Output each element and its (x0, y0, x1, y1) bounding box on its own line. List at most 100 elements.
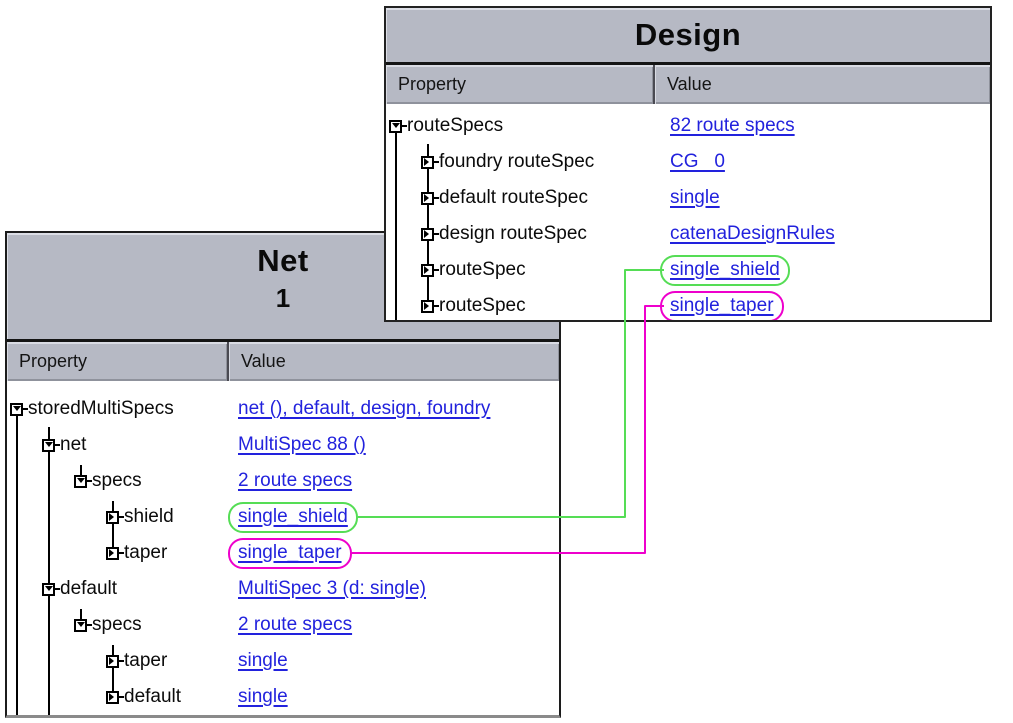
value-link[interactable]: MultiSpec 3 (d: single) (238, 578, 426, 599)
value-cell: single (227, 643, 559, 679)
highlight-oval: single_taper (660, 290, 784, 320)
property-cell: design routeSpec (386, 216, 653, 252)
tree-row: default single (7, 679, 559, 715)
branch-dash (402, 125, 407, 127)
expander-icon[interactable] (106, 690, 119, 704)
value-link[interactable]: 2 route specs (238, 614, 353, 635)
tree-row: routeSpecs 82 route specs (386, 108, 990, 144)
value-column-header: Value (229, 342, 559, 381)
property-cell: routeSpec (386, 288, 653, 320)
value-cell: single_shield (653, 252, 990, 288)
design-tree-content: routeSpecs 82 route specs foundry routeS… (386, 104, 990, 320)
branch-dash (119, 552, 124, 554)
tree-row: default routeSpec single (386, 180, 990, 216)
tree-label: shield (124, 506, 174, 527)
property-cell: foundry routeSpec (386, 144, 653, 180)
tree-connector-line (427, 144, 429, 306)
value-link[interactable]: single_taper (670, 294, 774, 316)
value-link[interactable]: catenaDesignRules (670, 223, 835, 244)
title-separator (7, 339, 559, 342)
expander-icon[interactable] (421, 227, 434, 241)
property-cell: net (7, 427, 227, 463)
tree-connector-line (112, 501, 114, 553)
title-separator (386, 62, 990, 65)
tree-row: taper single_taper (7, 535, 559, 571)
tree-row: shield single_shield (7, 499, 559, 535)
tree-row: taper single (7, 643, 559, 679)
tree-label: routeSpec (439, 259, 526, 280)
value-cell: 2 route specs (227, 463, 559, 499)
value-cell: MultiSpec 3 (d: single) (227, 571, 559, 607)
tree-connector-line (80, 465, 82, 481)
value-link[interactable]: single (238, 650, 288, 671)
tree-label: taper (124, 650, 168, 671)
highlight-oval: single_shield (660, 254, 790, 286)
tree-connector-line (16, 416, 18, 715)
tree-label: specs (92, 470, 142, 491)
expander-icon[interactable] (421, 263, 434, 277)
property-cell: specs (7, 607, 227, 643)
expander-icon[interactable] (74, 618, 87, 632)
branch-dash (55, 444, 60, 446)
tree-label: taper (124, 542, 168, 563)
value-link[interactable]: net (), default, design, foundry (238, 398, 491, 419)
expander-icon[interactable] (42, 438, 55, 452)
expander-icon[interactable] (389, 119, 402, 133)
branch-dash (119, 516, 124, 518)
property-cell: routeSpecs (386, 108, 653, 144)
branch-dash (434, 161, 439, 163)
property-cell: default (7, 571, 227, 607)
highlight-oval: single_shield (228, 501, 358, 533)
branch-dash (23, 408, 28, 410)
tree-label: default routeSpec (439, 187, 588, 208)
branch-dash (434, 197, 439, 199)
value-link[interactable]: single (238, 686, 288, 707)
expander-icon[interactable] (421, 155, 434, 169)
value-cell: CG 0 (653, 144, 990, 180)
value-link[interactable]: single_taper (238, 541, 342, 563)
tree-label: routeSpec (439, 295, 526, 316)
design-panel: Design Property Value routeSpecs 82 rout… (384, 6, 992, 322)
value-link[interactable]: MultiSpec 88 () (238, 434, 366, 455)
tree-label: foundry routeSpec (439, 151, 595, 172)
expander-icon[interactable] (74, 474, 87, 488)
tree-connector-line (80, 609, 82, 625)
value-cell: 82 route specs (653, 108, 990, 144)
value-cell: single (227, 679, 559, 715)
net-subtitle: 1 (275, 283, 291, 313)
value-link[interactable]: CG 0 (670, 151, 725, 172)
tree-label: default (60, 578, 118, 599)
tree-row: foundry routeSpec CG 0 (386, 144, 990, 180)
value-link[interactable]: single_shield (238, 505, 348, 527)
value-link[interactable]: single (670, 187, 720, 208)
value-link[interactable]: single_shield (670, 258, 780, 280)
property-cell: storedMultiSpecs (7, 391, 227, 427)
net-column-header: Property Value (7, 342, 559, 381)
expander-icon[interactable] (10, 402, 23, 416)
property-cell: taper (7, 535, 227, 571)
design-titlebar: Design (386, 8, 990, 62)
property-column-header: Property (386, 65, 653, 104)
expander-icon[interactable] (106, 510, 119, 524)
value-link[interactable]: 2 route specs (238, 470, 353, 491)
net-tree-content: storedMultiSpecs net (), default, design… (7, 381, 559, 715)
branch-dash (87, 624, 92, 626)
tree-connector-line (112, 645, 114, 697)
expander-icon[interactable] (42, 582, 55, 596)
tree-row: storedMultiSpecs net (), default, design… (7, 391, 559, 427)
expander-icon[interactable] (421, 191, 434, 205)
value-cell: catenaDesignRules (653, 216, 990, 252)
tree-connector-line (395, 133, 397, 320)
value-cell: net (), default, design, foundry (227, 391, 559, 427)
tree-label: storedMultiSpecs (28, 398, 174, 419)
value-link[interactable]: 82 route specs (670, 115, 795, 136)
value-cell: single_taper (653, 288, 990, 320)
tree-row: specs 2 route specs (7, 463, 559, 499)
value-column-header: Value (655, 65, 990, 104)
design-title: Design (634, 17, 742, 52)
design-column-header: Property Value (386, 65, 990, 104)
expander-icon[interactable] (106, 654, 119, 668)
expander-icon[interactable] (421, 299, 434, 313)
expander-icon[interactable] (106, 546, 119, 560)
